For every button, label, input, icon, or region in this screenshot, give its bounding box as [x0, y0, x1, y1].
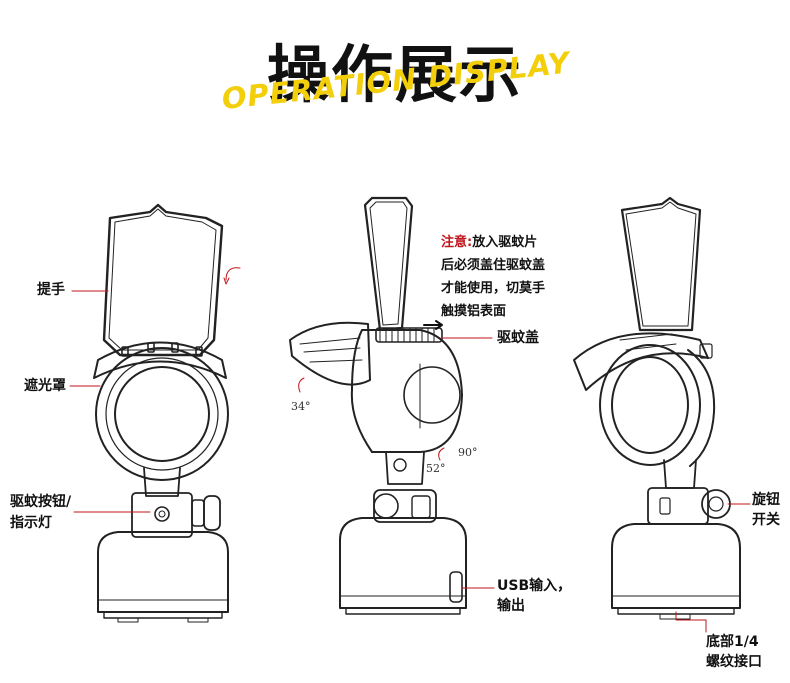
- caution-prefix: 注意:: [441, 235, 473, 250]
- button-label-line2: 指示灯: [10, 515, 52, 531]
- button-label-line1: 驱蚊按钮/: [10, 494, 72, 510]
- caution-note: 注意:放入驱蚊片 后必须盖住驱蚊盖 才能使用，切莫手 触摸铝表面: [441, 231, 545, 323]
- base-label-line1: 底部1/4: [706, 634, 759, 650]
- angle-90: 90°: [458, 446, 478, 459]
- knob-label-line1: 旋钮: [752, 492, 780, 508]
- angle-52: 52°: [426, 462, 446, 475]
- caution-line-3: 才能使用，切莫手: [441, 281, 546, 296]
- usb-label-line2: 输出: [497, 598, 525, 614]
- base-label-line2: 螺纹接口: [706, 654, 762, 670]
- handle-label: 提手: [37, 282, 65, 298]
- lamp-front-view: [93, 203, 241, 623]
- usb-label-line1: USB输入，: [497, 578, 572, 594]
- caution-line-2: 后必须盖住驱蚊盖: [441, 258, 546, 273]
- lamp-angled-view: [573, 196, 741, 620]
- caution-line-4: 触摸铝表面: [441, 304, 507, 319]
- shade-label: 遮光罩: [24, 378, 66, 394]
- leader-lines: [69, 290, 751, 633]
- angle-34: 34°: [291, 400, 311, 413]
- page-title: 操作展示: [266, 38, 523, 111]
- cover-label: 驱蚊盖: [497, 330, 539, 346]
- caution-line-1: 放入驱蚊片: [472, 235, 538, 250]
- knob-label-line2: 开关: [752, 512, 780, 528]
- lamp-side-view: [289, 196, 467, 615]
